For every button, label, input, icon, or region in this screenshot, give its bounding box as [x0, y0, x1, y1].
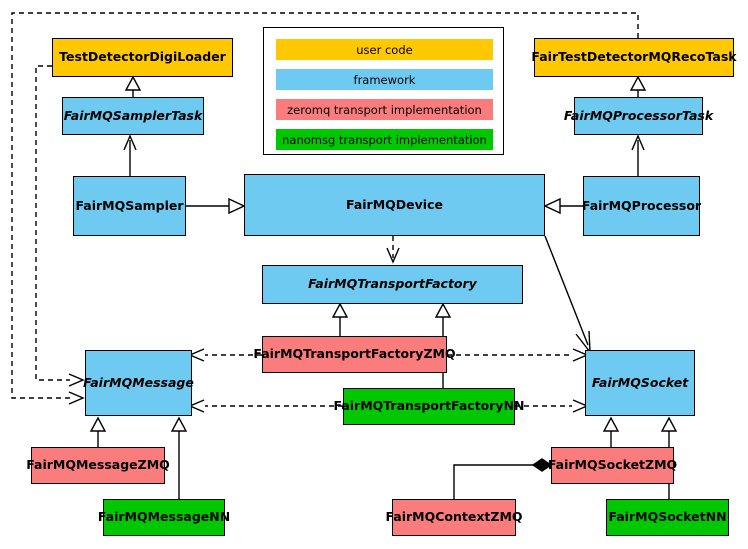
- node-label: FairMQTransportFactoryZMQ: [253, 346, 456, 362]
- legend-item-nanomsg: nanomsg transport implementation: [276, 129, 493, 150]
- node-fairtestdetectormqrecotask[interactable]: FairTestDetectorMQRecoTask: [531, 38, 737, 77]
- edge-recotask-to-message: [11, 12, 639, 405]
- edge-factorynn-to-socket: [515, 399, 589, 413]
- node-label: TestDetectorDigiLoader: [59, 49, 226, 65]
- node-label: FairMQMessageNN: [97, 509, 231, 525]
- node-label: FairMQProcessorTask: [563, 107, 714, 123]
- node-fairmqmessagenn[interactable]: FairMQMessageNN: [98, 499, 230, 536]
- node-fairmqsamplertask[interactable]: FairMQSamplerTask: [62, 97, 204, 135]
- edge-factoryzmq-to-socket: [447, 348, 589, 362]
- edge-samplertask-to-digiloader: [124, 75, 142, 97]
- node-label: FairMQSocketNN: [608, 509, 727, 525]
- edge-processor-to-processortask: [631, 134, 645, 176]
- node-fairmqtransportfactoryzmq[interactable]: FairMQTransportFactoryZMQ: [253, 336, 456, 373]
- node-label: FairMQSocket: [591, 374, 689, 390]
- node-fairmqtransportfactory[interactable]: FairMQTransportFactory: [262, 265, 523, 304]
- legend-label: user code: [356, 42, 413, 57]
- edge-device-to-transportfactory: [386, 236, 400, 264]
- legend-label: zeromq transport implementation: [287, 102, 482, 117]
- node-label: FairMQTransportFactory: [308, 276, 477, 292]
- node-label: FairMQSocketZMQ: [547, 457, 678, 473]
- node-label: FairMQSamplerTask: [63, 107, 203, 123]
- node-label: FairMQDevice: [346, 196, 443, 212]
- node-fairmqdevice[interactable]: FairMQDevice: [244, 174, 545, 236]
- node-label: FairMQProcessor: [581, 197, 702, 213]
- edge-device-to-socket: [544, 235, 591, 355]
- node-fairmqsocketnn[interactable]: FairMQSocketNN: [606, 499, 729, 536]
- edge-sampler-to-samplertask: [123, 134, 137, 176]
- node-label: FairMQSampler: [75, 197, 184, 213]
- node-testdetectordigiloader[interactable]: TestDetectorDigiLoader: [52, 38, 233, 77]
- edge-processortask-to-recotask: [629, 75, 647, 97]
- node-label: FairMQMessageZMQ: [26, 457, 170, 473]
- node-fairmqmessage[interactable]: FairMQMessage: [83, 350, 194, 416]
- edge-factoryzmq-to-factory: [331, 302, 349, 336]
- node-label: FairMQMessage: [83, 374, 194, 390]
- node-fairmqcontextzmq[interactable]: FairMQContextZMQ: [385, 499, 523, 536]
- legend-item-user-code: user code: [276, 39, 493, 60]
- edge-factorynn-to-message: [188, 399, 343, 413]
- node-label: FairTestDetectorMQRecoTask: [531, 49, 737, 65]
- node-label: FairMQContextZMQ: [385, 509, 523, 525]
- edge-factoryzmq-to-message: [188, 348, 262, 362]
- legend-item-framework: framework: [276, 69, 493, 90]
- color-legend: user code framework zeromq transport imp…: [263, 27, 504, 155]
- edge-sampler-to-device: [186, 197, 246, 215]
- node-fairmqsocket[interactable]: FairMQSocket: [585, 350, 695, 416]
- legend-label: framework: [353, 72, 416, 87]
- node-fairmqprocessor[interactable]: FairMQProcessor: [581, 176, 702, 236]
- edge-messagenn-to-message: [170, 416, 188, 499]
- edge-digiloader-to-message: [35, 65, 85, 387]
- node-fairmqprocessortask[interactable]: FairMQProcessorTask: [564, 97, 713, 135]
- legend-item-zeromq: zeromq transport implementation: [276, 99, 493, 120]
- edge-socketzmq-to-socket: [602, 416, 620, 447]
- edge-processor-to-device: [543, 197, 583, 215]
- node-fairmqsampler[interactable]: FairMQSampler: [73, 176, 186, 236]
- node-fairmqtransportfactorynn[interactable]: FairMQTransportFactoryNN: [334, 388, 525, 425]
- node-fairmqmessagezmq[interactable]: FairMQMessageZMQ: [26, 447, 170, 484]
- edge-socketzmq-composition-contextzmq: [453, 458, 553, 499]
- legend-label: nanomsg transport implementation: [282, 132, 487, 147]
- edge-messagezmq-to-message: [89, 416, 107, 447]
- node-label: FairMQTransportFactoryNN: [333, 398, 525, 414]
- node-fairmqsocketzmq[interactable]: FairMQSocketZMQ: [547, 447, 678, 484]
